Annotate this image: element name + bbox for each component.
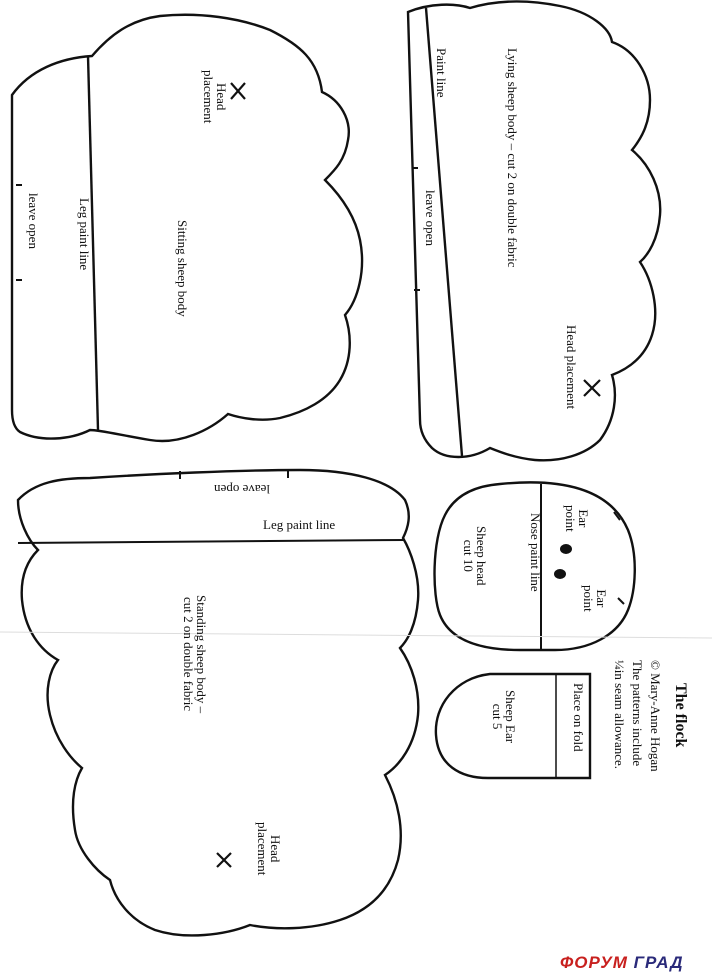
- seam-note-line-1: The patterns include: [630, 660, 645, 767]
- sheep-head-label: Sheep head cut 10: [461, 526, 489, 586]
- head-placement-mark-standing: [216, 852, 232, 868]
- seam-note-line-2: ¼in seam allowance.: [612, 660, 627, 770]
- sitting-leg-paint-label: Leg paint line: [77, 198, 92, 271]
- lying-paint-line-label: Paint line: [434, 48, 449, 98]
- standing-head-placement-label: Head placement: [255, 822, 283, 876]
- sitting-leave-open-label: leave open: [26, 193, 41, 249]
- head-placement-mark-lying: [583, 379, 601, 397]
- lying-sheep-piece: [406, 0, 662, 462]
- nose-marks: [554, 544, 572, 579]
- standing-sheep-piece: [16, 468, 420, 937]
- standing-leave-open-label: leave open: [214, 482, 270, 497]
- ear-point-label-2: Ear point: [581, 585, 609, 612]
- head-placement-mark-sitting: [230, 82, 246, 100]
- lying-body-label: Lying sheep body – cut 2 on double fabri…: [505, 48, 520, 268]
- nose-paint-line-label: Nose paint line: [528, 513, 543, 592]
- lying-head-placement-label: Head placement: [564, 325, 579, 410]
- fold-line: [0, 631, 712, 639]
- ear-point-label-1: Ear point: [563, 505, 591, 532]
- sheep-head-piece: [433, 481, 636, 652]
- lying-leave-open-label: leave open: [423, 190, 438, 246]
- sheep-ear-label: Sheep Ear cut 5: [490, 690, 518, 744]
- sitting-sheep-piece: [10, 13, 364, 443]
- sitting-body-label: Sitting sheep body: [175, 220, 190, 317]
- place-on-fold-label: Place on fold: [571, 683, 586, 752]
- standing-body-label: Standing sheep body – cut 2 on double fa…: [181, 595, 209, 714]
- pattern-title: The flock: [672, 683, 689, 748]
- sheep-ear-piece: [434, 672, 592, 780]
- standing-leg-paint-label: Leg paint line: [263, 517, 336, 532]
- sitting-head-placement-label: Head placement: [201, 70, 229, 124]
- author-credit: © Mary-Anne Hogan: [648, 660, 663, 772]
- forum-grad-watermark: ФОРУМ ГРАД: [560, 953, 684, 972]
